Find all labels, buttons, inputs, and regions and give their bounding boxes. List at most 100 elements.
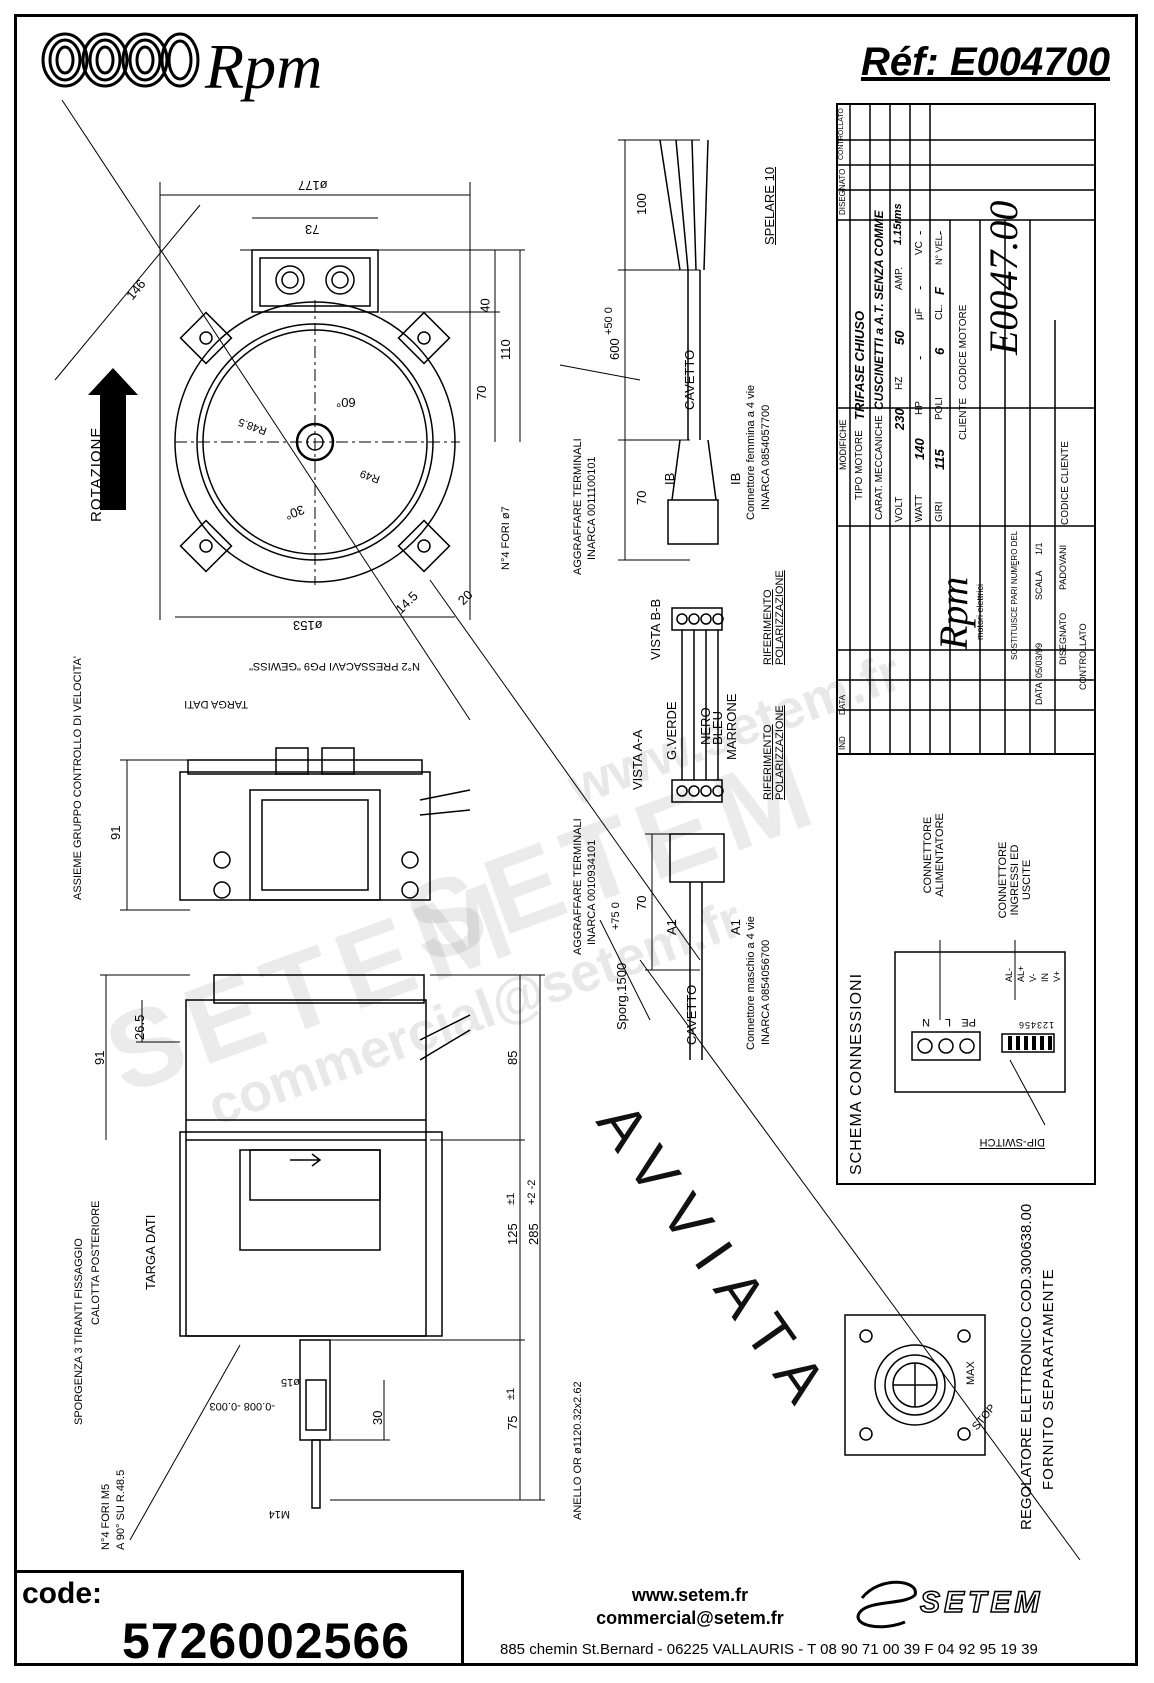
sporgenza-label: SPORGENZA 3 TIRANTI FISSAGGIO bbox=[73, 1238, 85, 1425]
cable-len-70: 70 bbox=[634, 490, 649, 505]
regulator-line2: FORNITO SEPARATAMENTE bbox=[1040, 1268, 1057, 1490]
email-link[interactable]: commercial@setem.fr bbox=[596, 1608, 784, 1628]
volt-value: 230 bbox=[892, 408, 907, 430]
bottom-view bbox=[100, 974, 545, 1541]
hz-value: 50 bbox=[892, 330, 907, 345]
data-value: 05/03/99 bbox=[1034, 642, 1044, 678]
codice-motore-label: CODICE MOTORE bbox=[958, 304, 969, 390]
wire-green: G.VERDE bbox=[664, 701, 679, 760]
fori-label: N°4 FORI M5 bbox=[100, 1483, 112, 1550]
drawing-frame bbox=[14, 14, 1138, 1666]
crimp2-label: AGGRAFFARE TERMINALI bbox=[572, 818, 584, 955]
anello-label: ANELLO OR ø1120.32x2.62 bbox=[572, 1381, 584, 1520]
codice-cliente-label: CODICE CLIENTE bbox=[1060, 441, 1071, 525]
dim-26-5: 26.5 bbox=[132, 1014, 147, 1040]
targa-label-bottom: TARGA DATI bbox=[143, 1214, 158, 1290]
scala-label: SCALA bbox=[1034, 570, 1044, 600]
cl-label: CL. bbox=[934, 304, 945, 320]
ib-label-2: IB bbox=[728, 472, 743, 485]
sporg-tol: +75 0 bbox=[610, 902, 622, 930]
strip-label: SPELARE 10 bbox=[762, 166, 777, 245]
cable2-len-70: 70 bbox=[634, 895, 649, 910]
regulator-line1: REGOLATORE ELETTRONICO COD.300638.00 bbox=[1018, 1203, 1035, 1530]
dim-177: ø177 bbox=[298, 178, 328, 193]
hp-label: HP bbox=[914, 401, 925, 415]
reference-number: Réf: E004700 bbox=[860, 40, 1110, 84]
uf-value: - bbox=[912, 285, 927, 290]
hp-value: - bbox=[912, 355, 927, 360]
polar-ref-1: RIFERIMENTO POLARIZZAZIONE bbox=[762, 570, 786, 665]
targa-label-side: TARGA DATI bbox=[184, 698, 248, 710]
title-block-logo-sub: motori elettrici bbox=[975, 583, 985, 640]
disegnato-value: PADOVANI bbox=[1058, 544, 1068, 590]
connector-views bbox=[671, 607, 724, 803]
crimp1-code: INARCA 0011100101 bbox=[586, 456, 598, 560]
dim-85: 85 bbox=[505, 1050, 520, 1065]
rev-disegnato: DISEGNATO bbox=[838, 168, 847, 215]
wire-brown: MARRONE bbox=[724, 693, 739, 760]
amp-label: AMP. bbox=[894, 266, 905, 290]
dim-40: 40 bbox=[477, 298, 493, 313]
dim-m14: M14 bbox=[268, 1508, 290, 1520]
side-view bbox=[120, 747, 471, 911]
website-link[interactable]: www.setem.fr bbox=[631, 1585, 749, 1605]
terminal-l: L bbox=[944, 1016, 951, 1028]
cl-value: F bbox=[932, 287, 947, 295]
dim-91-bottom: 91 bbox=[92, 1050, 107, 1065]
dim-125: 125 bbox=[505, 1223, 520, 1245]
cable-len-600: 600 bbox=[607, 338, 622, 360]
dip-switch-label: DIP-SWITCH bbox=[979, 1136, 1045, 1148]
tipo-motore-value: TRIFASE CHIUSO bbox=[852, 310, 867, 420]
dim-70: 70 bbox=[474, 385, 489, 400]
dip-numbers: 123456 bbox=[1017, 1020, 1054, 1030]
leader-lines bbox=[429, 579, 1081, 1561]
calotta-label: CALOTTA POSTERIORE bbox=[90, 1200, 102, 1326]
a1-label-2: A1 bbox=[728, 919, 743, 935]
company-address: 885 chemin St.Bernard - 06225 VALLAURIS … bbox=[500, 1641, 1038, 1658]
nvel-label: N° VEL. bbox=[934, 232, 944, 265]
volt-label: VOLT bbox=[894, 496, 905, 522]
tol-75: ±1 bbox=[505, 1387, 517, 1400]
dim-15: ø15 bbox=[281, 1376, 300, 1388]
pin-al-plus: AL+ bbox=[1016, 965, 1026, 982]
cable-top bbox=[559, 139, 719, 561]
regulator-max: MAX bbox=[965, 1361, 977, 1385]
rev-controllato: CONTROLLATO bbox=[838, 108, 845, 160]
dim-110: 110 bbox=[498, 339, 513, 360]
rev-data: DATA bbox=[838, 694, 847, 715]
watt-value: 140 bbox=[912, 438, 927, 460]
cable-tol-600: +50 0 bbox=[603, 307, 615, 335]
sostituisce-label: SOSTITUISCE PARI NUMERO DEL bbox=[1010, 530, 1019, 660]
nvel-value: - bbox=[932, 230, 947, 235]
amp-value: 1.15rms bbox=[892, 203, 904, 245]
crimp1-label: AGGRAFFARE TERMINALI bbox=[572, 438, 584, 575]
a1-label-1: A1 bbox=[664, 919, 679, 935]
codice-motore-value: E0047.00 bbox=[981, 200, 1026, 355]
crimp2-code: INARCA 0010934101 bbox=[586, 839, 598, 945]
brand-logo: Rpm bbox=[205, 31, 323, 102]
sostituisce-value: - bbox=[1010, 560, 1025, 565]
hz-label: HZ bbox=[894, 376, 905, 390]
poli-label: POLI bbox=[934, 397, 945, 420]
pin-al-minus: AL- bbox=[1004, 967, 1014, 982]
tipo-motore-label: TIPO MOTORE bbox=[854, 430, 865, 500]
pin-v-minus: V- bbox=[1028, 973, 1038, 982]
data-label: DATA bbox=[1034, 682, 1044, 705]
setem-swoosh-logo bbox=[856, 1580, 917, 1629]
terminal-pe: PE bbox=[961, 1016, 976, 1028]
carat-label: CARAT. MECCANICHE bbox=[874, 415, 885, 520]
tol-125: ±1 bbox=[505, 1192, 517, 1205]
dim-75: 75 bbox=[505, 1415, 520, 1430]
code-value: 5726002566 bbox=[122, 1613, 411, 1669]
tol-285: +2 -2 bbox=[526, 1179, 538, 1205]
code-label: code: bbox=[22, 1577, 103, 1610]
ib-label-1: IB bbox=[662, 472, 677, 485]
regulator-drawing bbox=[844, 1314, 986, 1456]
setem-logo: SETEM bbox=[919, 1585, 1044, 1620]
cavetto-label-2: CAVETTO bbox=[684, 984, 699, 1045]
male-connector-label: Connettore maschio a 4 vie bbox=[745, 916, 757, 1050]
vc-label: VC bbox=[914, 241, 925, 255]
rev-modifiche: MODIFICHE bbox=[838, 419, 848, 471]
cavetto-label: CAVETTO bbox=[682, 349, 697, 410]
